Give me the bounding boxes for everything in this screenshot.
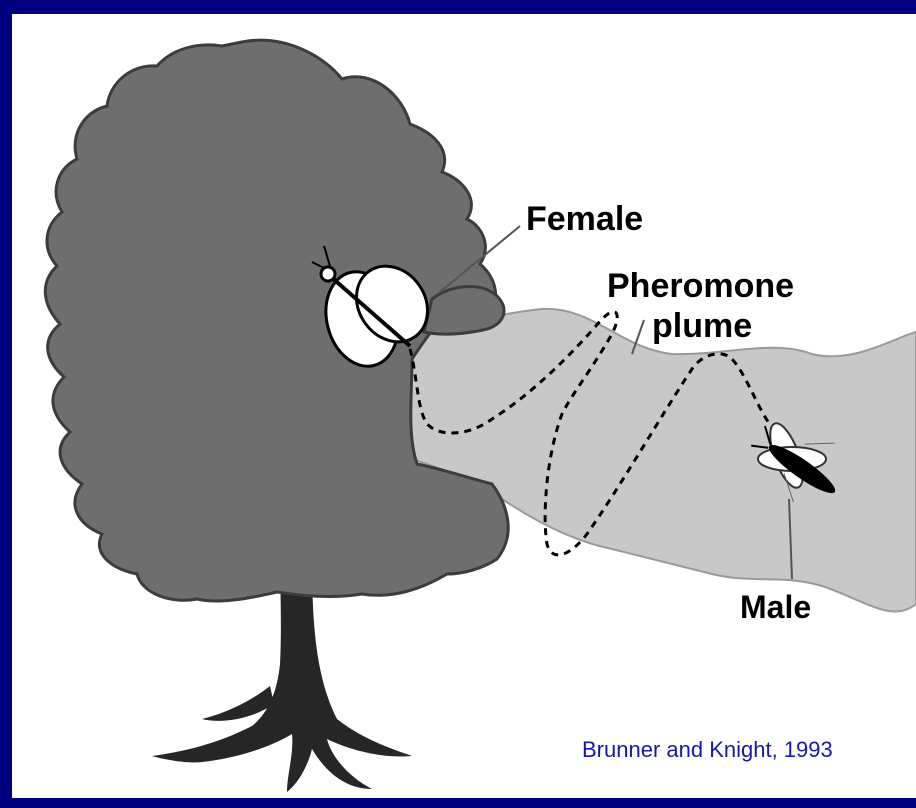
diagram-panel: Female Pheromone plume Male Brunner and …: [12, 14, 916, 798]
male-label: Male: [740, 589, 811, 625]
pheromone-diagram: Female Pheromone plume Male Brunner and …: [12, 14, 916, 798]
citation-text: Brunner and Knight, 1993: [582, 737, 833, 762]
female-label: Female: [526, 200, 643, 238]
pheromone-label: Pheromone: [607, 267, 794, 305]
plume-label: plume: [652, 307, 752, 345]
